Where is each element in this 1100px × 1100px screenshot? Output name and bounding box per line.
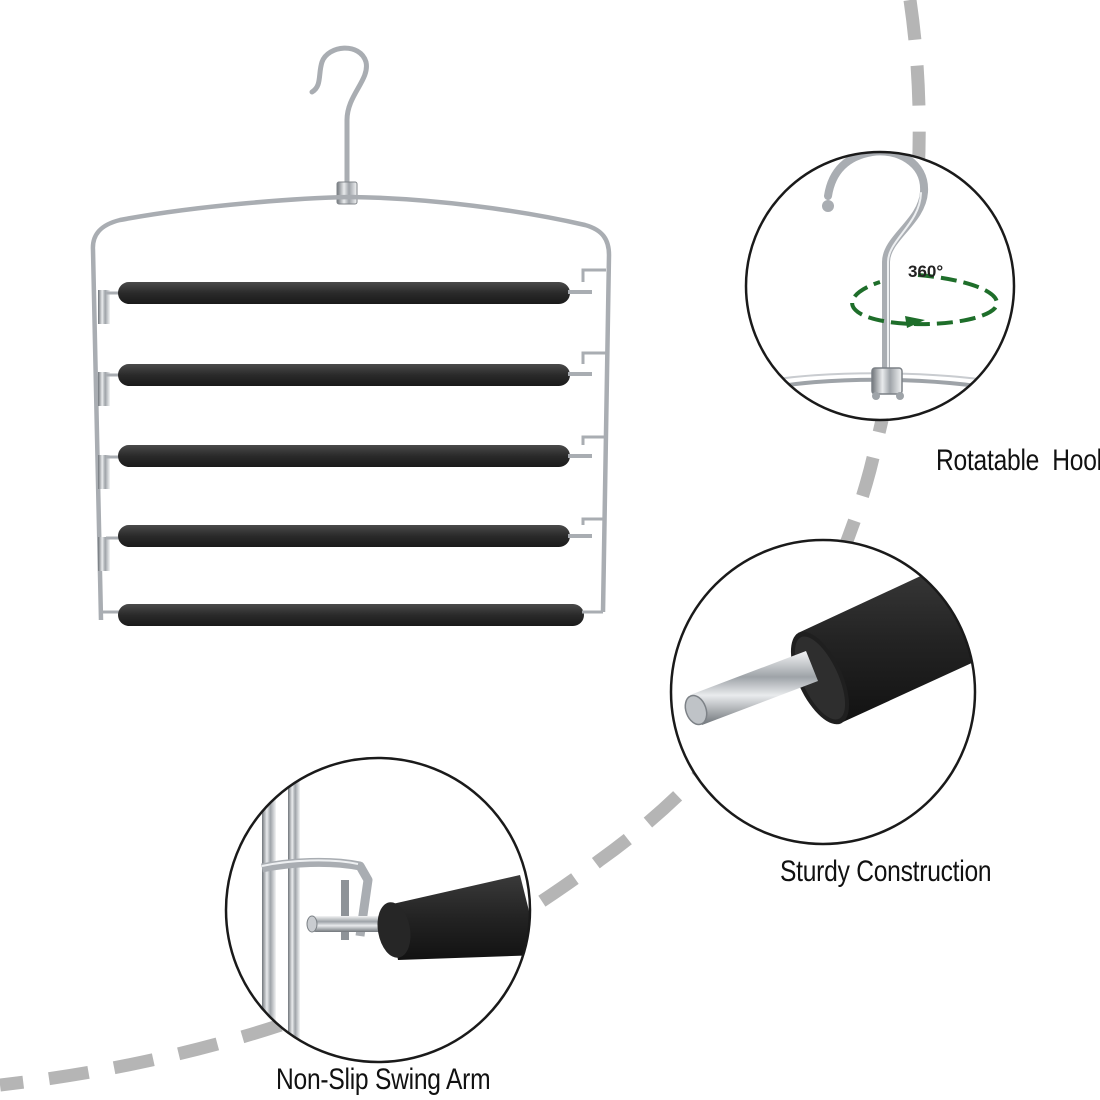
hanger-product: [90, 45, 612, 626]
detail-circle-outline: [669, 538, 977, 846]
detail-foam-tube: [388, 875, 530, 960]
detail-circle-outline: [224, 756, 532, 1064]
rotation-arrow: [850, 273, 999, 327]
hanger-hook: [309, 45, 369, 193]
detail-hook-wire: [824, 152, 929, 376]
bar-2: [98, 351, 606, 406]
hook-swivel-clip: [336, 181, 358, 205]
feature-caption-sturdy-construction: Sturdy Construction: [780, 855, 992, 888]
detail-frame-rod: [262, 758, 276, 1062]
feature-caption-rotatable-hook: Rotatable Hook: [936, 444, 1100, 477]
detail-chrome-rod: [690, 651, 818, 725]
hanger-frame: [90, 194, 612, 621]
detail-swing-bracket: [261, 857, 373, 937]
detail-sturdy-construction: [669, 538, 977, 846]
detail-rotatable-hook: 360°: [744, 150, 1016, 422]
bar-4: [98, 517, 606, 571]
rotation-degree-label: 360°: [908, 262, 943, 281]
feature-caption-non-slip-swing-arm: Non-Slip Swing Arm: [276, 1063, 491, 1096]
bar-3: [98, 435, 606, 489]
bar-1: [98, 268, 606, 324]
bar-5: [101, 604, 603, 626]
detail-circle-outline: [744, 150, 1016, 422]
detail-swing-arm: [224, 756, 532, 1064]
